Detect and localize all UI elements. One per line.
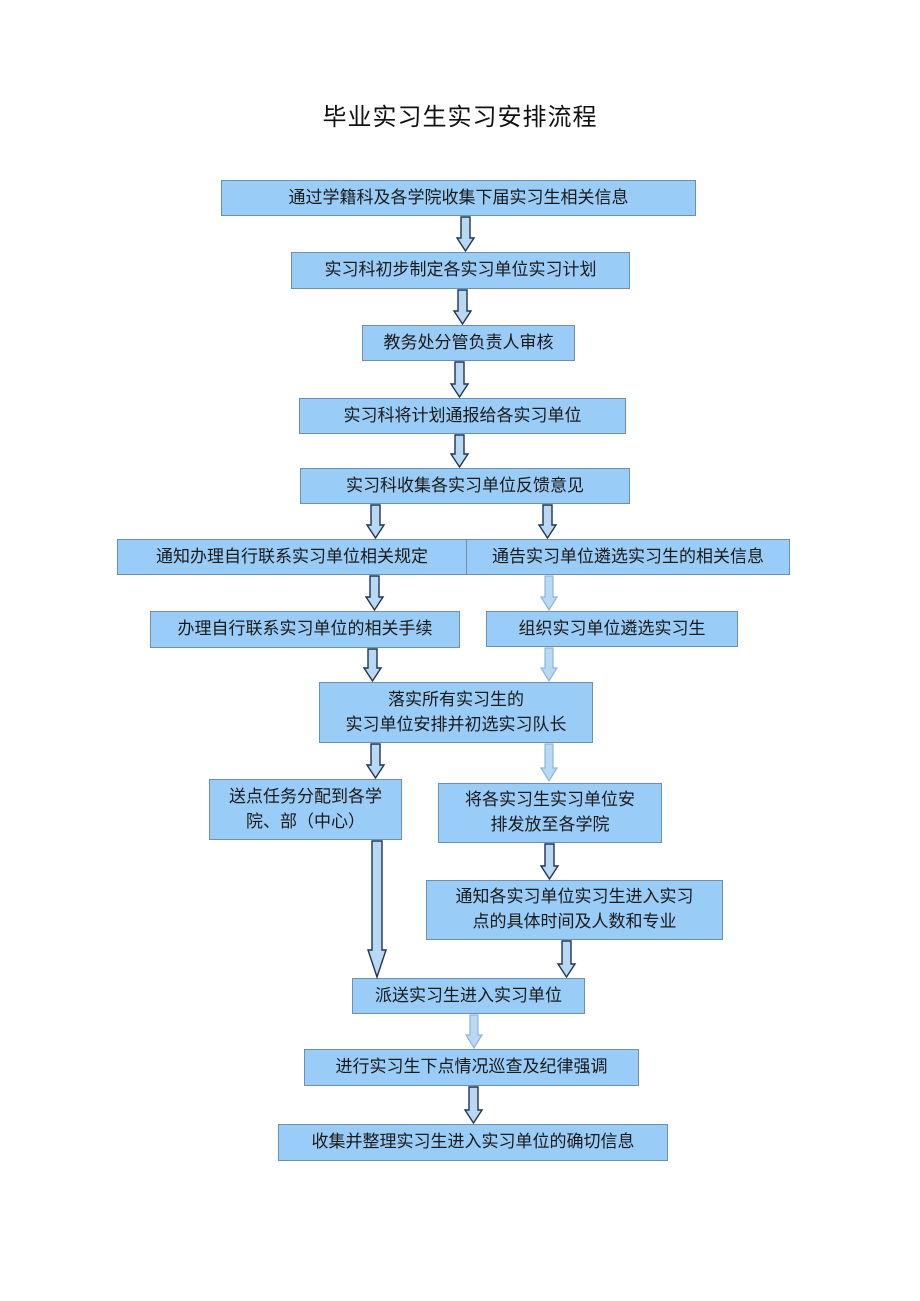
step-draft-plan: 实习科初步制定各实习单位实习计划 <box>291 252 630 289</box>
step-review: 教务处分管负责人审核 <box>362 325 575 361</box>
arrow-s4-s5 <box>449 434 470 469</box>
step-inspection: 进行实习生下点情况巡查及纪律强调 <box>304 1049 639 1086</box>
step-self-contact-procedures-label: 办理自行联系实习单位的相关手续 <box>177 619 433 640</box>
arrow-right4-s7 <box>556 940 577 979</box>
arrow-right3-right4 <box>539 843 560 881</box>
step-notify-schedule-label: 通知各实习单位实习生进入实习 点的具体时间及人数和专业 <box>455 887 694 932</box>
step-collect-feedback: 实习科收集各实习单位反馈意见 <box>300 468 630 504</box>
step-self-contact-rules: 通知办理自行联系实习单位相关规定 <box>117 539 467 575</box>
step-collect-final-info: 收集并整理实习生进入实习单位的确切信息 <box>278 1124 668 1161</box>
step-collect-feedback-label: 实习科收集各实习单位反馈意见 <box>346 475 584 496</box>
arrow-left1-left2 <box>364 575 385 612</box>
step-collect-info: 通过学籍科及各学院收集下届实习生相关信息 <box>221 180 696 216</box>
step-self-contact-rules-label: 通知办理自行联系实习单位相关规定 <box>156 546 428 567</box>
step-notify-units-label: 实习科将计划通报给各实习单位 <box>343 405 582 426</box>
step-dispatch-interns: 派送实习生进入实习单位 <box>352 978 585 1014</box>
arrow-s6-right3 <box>539 743 559 783</box>
step-selection-notice: 通告实习单位遴选实习生的相关信息 <box>466 539 790 575</box>
arrow-s8-s9 <box>463 1086 484 1125</box>
arrow-right2-s6 <box>539 647 559 683</box>
step-selection-notice-label: 通告实习单位遴选实习生的相关信息 <box>492 546 764 567</box>
step-dispatch-interns-label: 派送实习生进入实习单位 <box>375 985 562 1006</box>
arrow-right1-right2 <box>539 575 559 612</box>
step-self-contact-procedures: 办理自行联系实习单位的相关手续 <box>150 611 460 648</box>
step-assign-tasks-label: 送点任务分配到各学 院、部（中心） <box>229 786 382 832</box>
arrow-s2-s3 <box>452 289 473 326</box>
page-title: 毕业实习生实习安排流程 <box>322 103 598 131</box>
step-assign-tasks: 送点任务分配到各学 院、部（中心） <box>209 779 402 840</box>
step-inspection-label: 进行实习生下点情况巡查及纪律强调 <box>335 1057 608 1078</box>
step-organize-selection: 组织实习单位遴选实习生 <box>486 611 738 647</box>
arrow-left3-s7 <box>367 840 387 980</box>
step-confirm-assignments-label: 落实所有实习生的 实习单位安排并初选实习队长 <box>345 689 567 735</box>
arrow-s1-s2 <box>455 216 476 253</box>
step-collect-info-label: 通过学籍科及各学院收集下届实习生相关信息 <box>288 187 629 208</box>
step-organize-selection-label: 组织实习单位遴选实习生 <box>518 618 706 639</box>
arrow-s3-s4 <box>449 361 470 399</box>
arrow-s5-right1 <box>537 504 558 540</box>
step-distribute-assignments: 将各实习生实习单位安 排发放至各学院 <box>438 783 662 843</box>
step-draft-plan-label: 实习科初步制定各实习单位实习计划 <box>324 260 597 281</box>
arrow-s6-left3 <box>365 743 386 780</box>
arrow-s5-left1 <box>365 504 386 540</box>
step-notify-units: 实习科将计划通报给各实习单位 <box>299 398 626 434</box>
arrow-left2-s6 <box>362 648 383 683</box>
step-collect-final-info-label: 收集并整理实习生进入实习单位的确切信息 <box>311 1132 635 1153</box>
arrow-s7-s8 <box>464 1014 484 1050</box>
step-notify-schedule: 通知各实习单位实习生进入实习 点的具体时间及人数和专业 <box>426 880 723 940</box>
step-confirm-assignments: 落实所有实习生的 实习单位安排并初选实习队长 <box>319 682 593 743</box>
step-review-label: 教务处分管负责人审核 <box>383 332 554 353</box>
step-distribute-assignments-label: 将各实习生实习单位安 排发放至各学院 <box>465 790 635 835</box>
